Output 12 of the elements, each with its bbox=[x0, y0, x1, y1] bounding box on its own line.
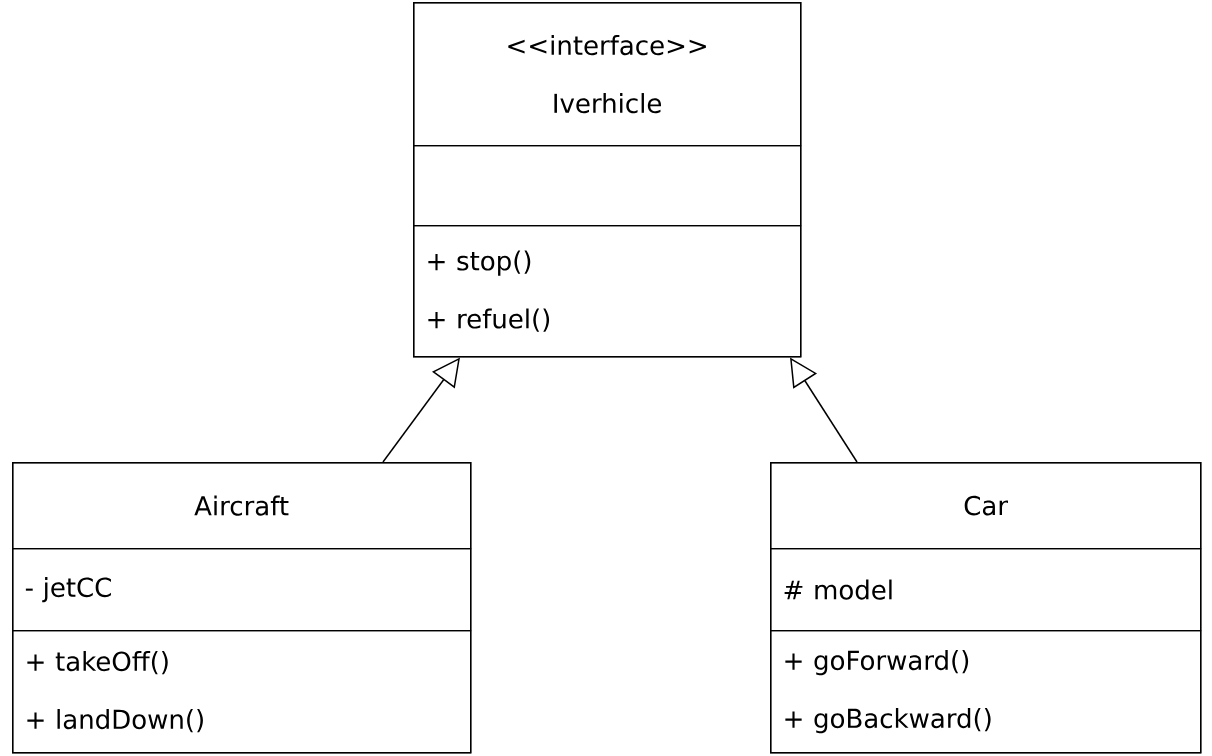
attribute-compartment: - jetCC bbox=[12, 548, 472, 632]
class-box bbox=[12, 462, 472, 754]
class-box bbox=[413, 2, 802, 358]
class-name-compartment: Aircraft bbox=[12, 462, 472, 550]
class-name-compartment: <<interface>> Iverhicle bbox=[413, 2, 802, 147]
attribute-compartment: # model bbox=[770, 548, 1202, 632]
attribute-compartment bbox=[413, 145, 802, 227]
method-compartment: + takeOff() + landDown() bbox=[12, 630, 472, 754]
method-compartment: + goForward() + goBackward() bbox=[770, 630, 1202, 754]
class-name-compartment: Car bbox=[770, 462, 1202, 550]
method-compartment: + stop() + refuel() bbox=[413, 225, 802, 358]
class-box bbox=[770, 462, 1202, 754]
